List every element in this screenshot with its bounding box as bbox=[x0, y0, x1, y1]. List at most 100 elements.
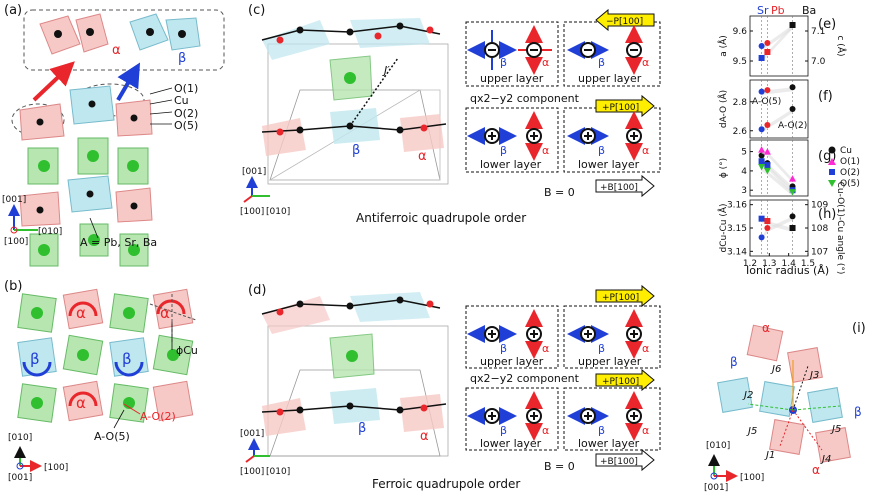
svg-text:β: β bbox=[500, 56, 507, 69]
p-pos-label: +P[100] bbox=[602, 103, 639, 113]
ylabel-right-e: c (Å) bbox=[835, 36, 847, 57]
svg-text:α: α bbox=[542, 56, 549, 69]
point-e-0-0 bbox=[758, 43, 765, 49]
label-o5: O(5) bbox=[174, 119, 198, 132]
svg-text:[100]: [100] bbox=[44, 463, 68, 473]
svg-text:β: β bbox=[598, 56, 605, 69]
layer-lower-d bbox=[261, 388, 447, 436]
svg-text:J4: J4 bbox=[820, 454, 831, 465]
svg-text:[100]: [100] bbox=[240, 467, 264, 477]
axes-i: [010] [100] [001] bbox=[704, 441, 764, 493]
svg-text:qx2−y2 component: qx2−y2 component bbox=[470, 372, 580, 385]
svg-text:α: α bbox=[542, 144, 549, 157]
band-g-3 bbox=[761, 167, 793, 197]
svg-text:J3: J3 bbox=[808, 370, 819, 381]
svg-text:α: α bbox=[420, 429, 429, 444]
p-neg-label: −P[100] bbox=[606, 17, 643, 27]
legend-o2: O(2) bbox=[840, 168, 860, 178]
xtick-label-0: 1.2 bbox=[743, 259, 757, 269]
subplot-frame-f bbox=[749, 79, 809, 139]
svg-text:[001]: [001] bbox=[242, 167, 266, 177]
svg-text:[010]: [010] bbox=[266, 467, 290, 477]
layer-upper-d bbox=[261, 292, 441, 334]
xtick-label-2: 1.4 bbox=[782, 259, 797, 269]
band-g-1 bbox=[761, 149, 793, 183]
ytick-label-f-1: 2.8 bbox=[733, 98, 748, 108]
subplot-frame-g bbox=[749, 139, 809, 197]
ytick-label-h-1: 3.15 bbox=[727, 224, 747, 234]
svg-text:+P[100]: +P[100] bbox=[602, 377, 639, 387]
svg-text:J2: J2 bbox=[742, 390, 753, 401]
chart-panels: Sr Pb Ba (e) (f) (g) (h) Ionic radius (Å… bbox=[717, 4, 860, 277]
point-g-1-0 bbox=[758, 146, 766, 153]
svg-text:[100]: [100] bbox=[240, 207, 264, 217]
point-g-1-2 bbox=[789, 175, 797, 182]
panel-d: (d) β α [001] [100] [010] bbox=[240, 283, 661, 491]
subplot-frame-e bbox=[749, 15, 809, 77]
panel-d-label: (d) bbox=[248, 283, 266, 298]
svg-text:β: β bbox=[30, 350, 40, 368]
ylabel-g: ϕ (°) bbox=[719, 158, 729, 178]
point-f-1-0 bbox=[758, 126, 765, 133]
top-label-pb: Pb bbox=[771, 4, 785, 17]
panel-c-label: (c) bbox=[248, 3, 265, 18]
ytick-label-e-0: 9.5 bbox=[733, 57, 747, 67]
lattice-b bbox=[17, 288, 194, 423]
svg-text:α: α bbox=[160, 304, 170, 322]
svg-text:[010]: [010] bbox=[38, 227, 62, 237]
b-field-label: +B[100] bbox=[600, 183, 638, 193]
svg-text:β: β bbox=[598, 424, 605, 437]
svg-text:β: β bbox=[598, 144, 605, 157]
svg-text:+B[100]: +B[100] bbox=[600, 457, 638, 467]
svg-text:β: β bbox=[500, 342, 507, 355]
beta-label: β bbox=[178, 51, 186, 66]
svg-text:upper layer: upper layer bbox=[578, 355, 642, 368]
zoom-arrow-blue bbox=[116, 62, 141, 102]
svg-text:β: β bbox=[598, 342, 605, 355]
band-e-0 bbox=[761, 25, 793, 50]
svg-text:J5: J5 bbox=[746, 426, 757, 437]
panel-h-label: (h) bbox=[818, 207, 836, 222]
layer-lower-c bbox=[261, 108, 447, 156]
panel-f-label: (f) bbox=[818, 89, 833, 104]
caption-d: Ferroic quadrupole order bbox=[372, 477, 520, 491]
panel-e-label: (e) bbox=[818, 17, 836, 32]
band-f-0 bbox=[761, 87, 793, 96]
point-h-0-2 bbox=[789, 213, 796, 220]
ytick-right-label-h-0: 107 bbox=[811, 247, 828, 257]
svg-text:B = 0: B = 0 bbox=[544, 460, 575, 473]
ylabel-h: dCu-Cu (Å) bbox=[717, 204, 729, 253]
svg-text:lower layer: lower layer bbox=[480, 437, 542, 450]
panel-b-label: (b) bbox=[4, 279, 22, 294]
svg-text:β: β bbox=[122, 350, 132, 368]
ao2-label: A-O(2) bbox=[140, 410, 176, 423]
point-g-2-1 bbox=[764, 162, 771, 169]
svg-text:+P[100]: +P[100] bbox=[602, 293, 639, 303]
svg-text:lower layer: lower layer bbox=[578, 158, 640, 171]
ytick-label-h-2: 3.16 bbox=[727, 201, 747, 211]
panel-b: (b) α α α β β ϕCu bbox=[4, 279, 198, 483]
label-o2: O(2) bbox=[174, 107, 198, 120]
lower-layer-label: lower layer bbox=[480, 158, 542, 171]
svg-text:β: β bbox=[358, 421, 366, 436]
point-f-0-2 bbox=[789, 84, 796, 91]
svg-text:α: α bbox=[642, 342, 649, 355]
point-h-0-1 bbox=[764, 225, 771, 231]
zoom-arrow-red bbox=[32, 61, 75, 102]
ytick-label-g-2: 5 bbox=[741, 148, 747, 158]
ytick-right-label-h-1: 108 bbox=[811, 224, 828, 234]
svg-text:J6: J6 bbox=[770, 364, 781, 375]
ytick-right-label-h-2: 109 bbox=[811, 201, 828, 211]
svg-text:β: β bbox=[854, 405, 862, 419]
alpha-label: α bbox=[112, 43, 121, 58]
legend-o1: O(1) bbox=[840, 157, 860, 167]
point-g-3-2 bbox=[789, 189, 797, 196]
xtick-label-3: 1.5 bbox=[801, 259, 815, 269]
svg-text:α: α bbox=[812, 463, 820, 477]
svg-text:upper layer: upper layer bbox=[480, 355, 544, 368]
x-axis-label: Ionic radius (Å) bbox=[746, 264, 829, 277]
svg-text:[001]: [001] bbox=[2, 195, 26, 205]
svg-text:α: α bbox=[762, 321, 770, 335]
svg-text:β: β bbox=[500, 144, 507, 157]
